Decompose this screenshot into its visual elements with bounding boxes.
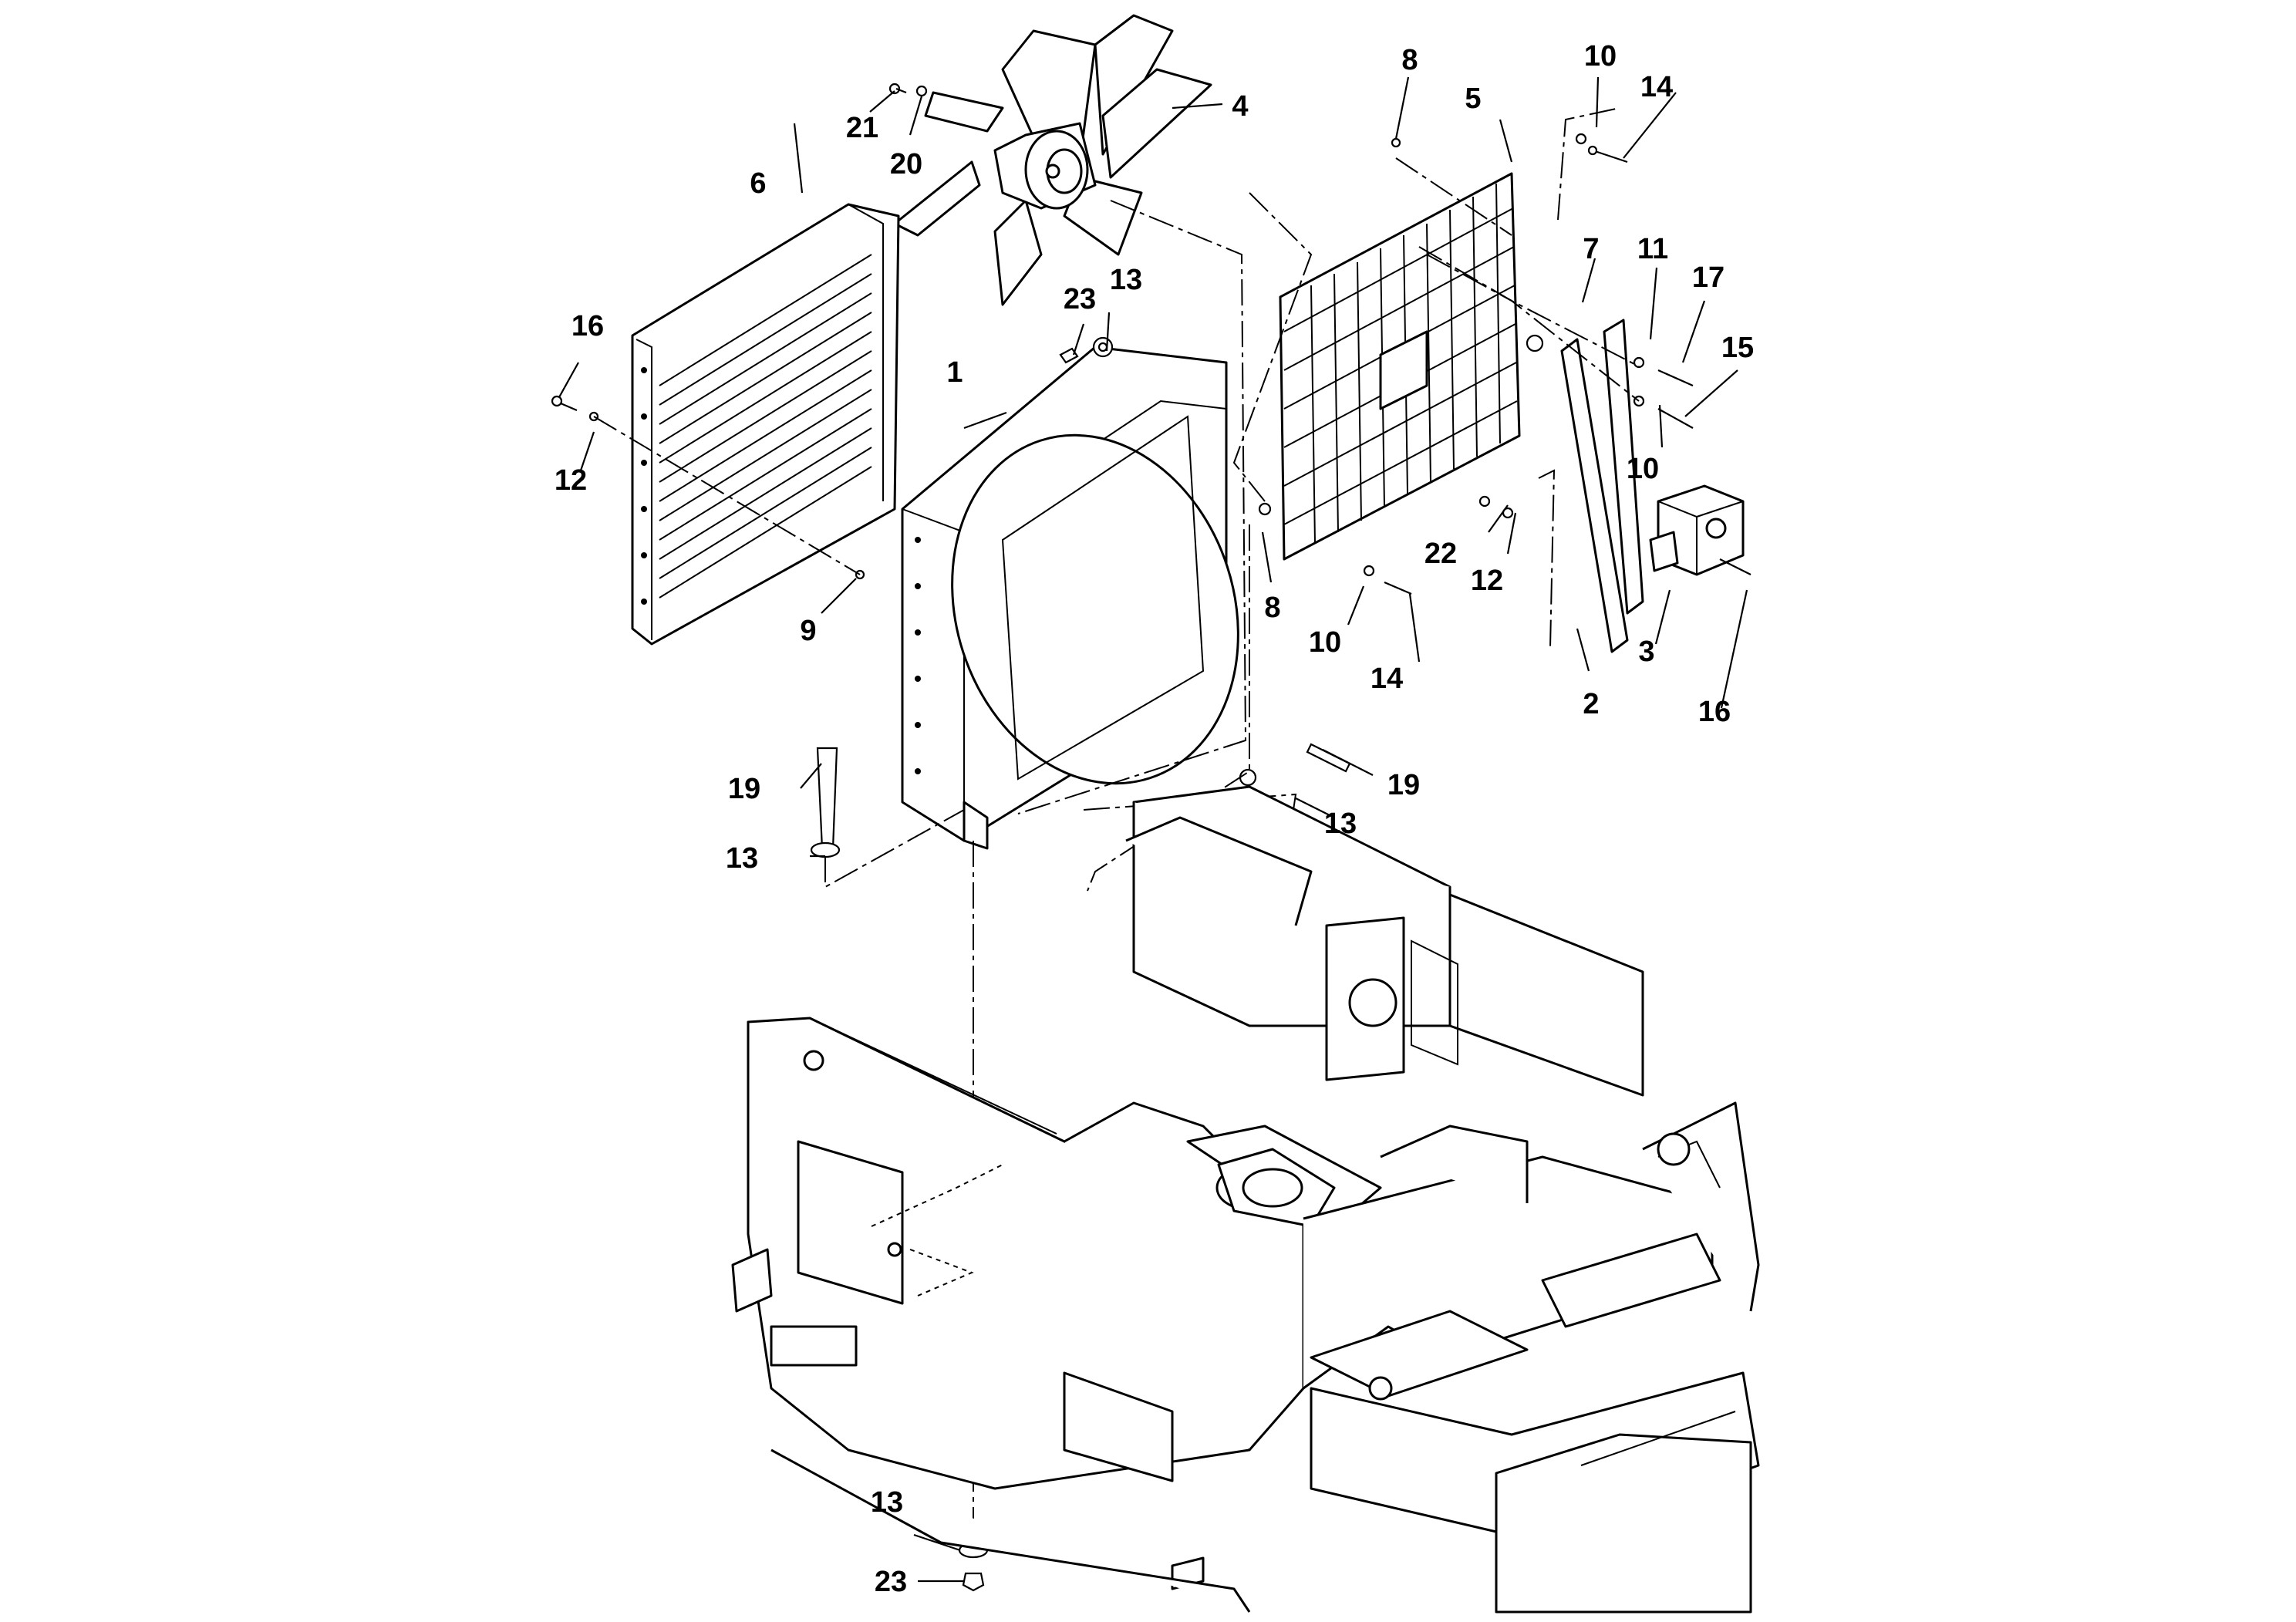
valve-assembly bbox=[1649, 484, 1745, 576]
callout-13-bottom: 13 bbox=[871, 1486, 903, 1519]
callout-14-top: 14 bbox=[1640, 71, 1673, 103]
callout-23-top: 23 bbox=[1064, 283, 1096, 315]
callout-labels: 1 2 3 4 5 6 7 8 8 9 10 10 10 11 12 12 13… bbox=[555, 40, 1754, 1598]
callout-21: 21 bbox=[846, 112, 878, 144]
callout-13-top: 13 bbox=[1110, 264, 1142, 296]
callout-22: 22 bbox=[1424, 538, 1457, 570]
louver-panel bbox=[631, 203, 900, 646]
callout-15: 15 bbox=[1721, 332, 1754, 364]
fan-assembly bbox=[893, 14, 1212, 306]
callout-7: 7 bbox=[1583, 233, 1599, 265]
callout-10-bottom: 10 bbox=[1309, 626, 1341, 659]
mounting-bracket bbox=[1560, 319, 1644, 653]
callout-13-mid-left: 13 bbox=[726, 842, 758, 875]
callout-12-right: 12 bbox=[1471, 565, 1503, 597]
callout-16-right: 16 bbox=[1698, 696, 1731, 728]
callout-8-top: 8 bbox=[1401, 44, 1418, 76]
callout-10-top: 10 bbox=[1584, 40, 1617, 73]
callout-17: 17 bbox=[1692, 261, 1725, 294]
callout-4: 4 bbox=[1232, 90, 1248, 123]
fan-shroud bbox=[901, 346, 1239, 850]
callout-9: 9 bbox=[800, 615, 816, 647]
callout-8-bottom: 8 bbox=[1264, 592, 1280, 624]
machine-frame bbox=[731, 785, 1760, 1614]
callout-12-left: 12 bbox=[555, 464, 587, 497]
callout-23-bottom: 23 bbox=[875, 1566, 907, 1598]
callout-2: 2 bbox=[1583, 688, 1599, 720]
callout-5: 5 bbox=[1465, 83, 1481, 115]
callout-14-bottom: 14 bbox=[1371, 663, 1403, 695]
callout-13-mid-right: 13 bbox=[1324, 808, 1357, 840]
callout-19-right: 19 bbox=[1387, 769, 1420, 801]
leader-lines bbox=[558, 76, 1748, 1583]
callout-19-left: 19 bbox=[728, 773, 760, 805]
callout-11: 11 bbox=[1637, 233, 1668, 265]
fasteners bbox=[551, 83, 1752, 1592]
callout-10-right: 10 bbox=[1627, 453, 1659, 485]
callout-3: 3 bbox=[1638, 636, 1654, 668]
callout-1: 1 bbox=[946, 356, 963, 389]
callout-16-left: 16 bbox=[571, 310, 604, 342]
callout-20: 20 bbox=[890, 148, 922, 180]
callout-6: 6 bbox=[750, 167, 766, 200]
